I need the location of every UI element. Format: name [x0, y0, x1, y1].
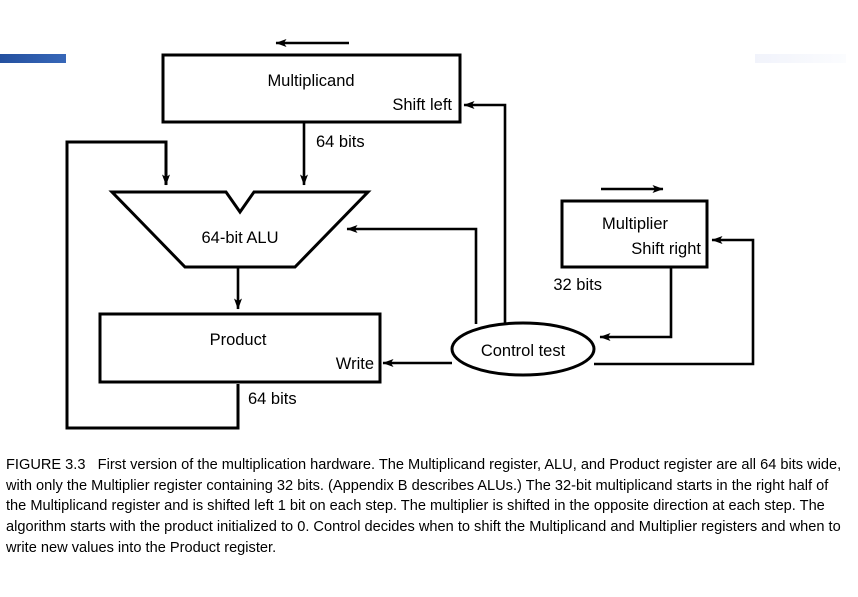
accent-bar-left	[0, 54, 66, 63]
product-feedback-loop-path	[65, 140, 240, 430]
figure-caption: FIGURE 3.3 First version of the multipli…	[6, 455, 852, 559]
control-shift-left-signal	[463, 101, 507, 324]
product-bus-label: 64 bits	[248, 390, 297, 408]
alu-shape	[108, 190, 372, 269]
multiplicand-bus-label: 64 bits	[316, 133, 365, 151]
product-label: Product	[210, 331, 267, 349]
figure-number: FIGURE 3.3	[6, 457, 86, 473]
control-shift-right-signal	[594, 236, 755, 366]
multiplier-label: Multiplier	[602, 215, 669, 233]
multiplier-register-box	[560, 199, 709, 269]
product-register-box	[98, 312, 382, 384]
control-to-alu-signal	[346, 225, 478, 324]
multiplicand-shift-left-label: Shift left	[392, 96, 452, 114]
accent-bar-right	[755, 54, 846, 63]
multiplier-bus-label: 32 bits	[553, 276, 602, 294]
multiplier-shift-right-label: Shift right	[631, 240, 701, 258]
alu-label: 64-bit ALU	[201, 229, 278, 247]
product-write-label: Write	[336, 355, 374, 373]
multiplicand-register-box	[161, 53, 462, 124]
multiplier-to-control-bus	[599, 267, 673, 341]
multiplication-hardware-diagram: Multiplicand Shift left 64 bits 64-bit A…	[65, 39, 755, 430]
control-test-label: Control test	[481, 342, 566, 360]
figure-caption-text: First version of the multiplication hard…	[6, 457, 842, 556]
control-test-ellipse	[450, 321, 596, 377]
multiplicand-label: Multiplicand	[267, 72, 354, 90]
